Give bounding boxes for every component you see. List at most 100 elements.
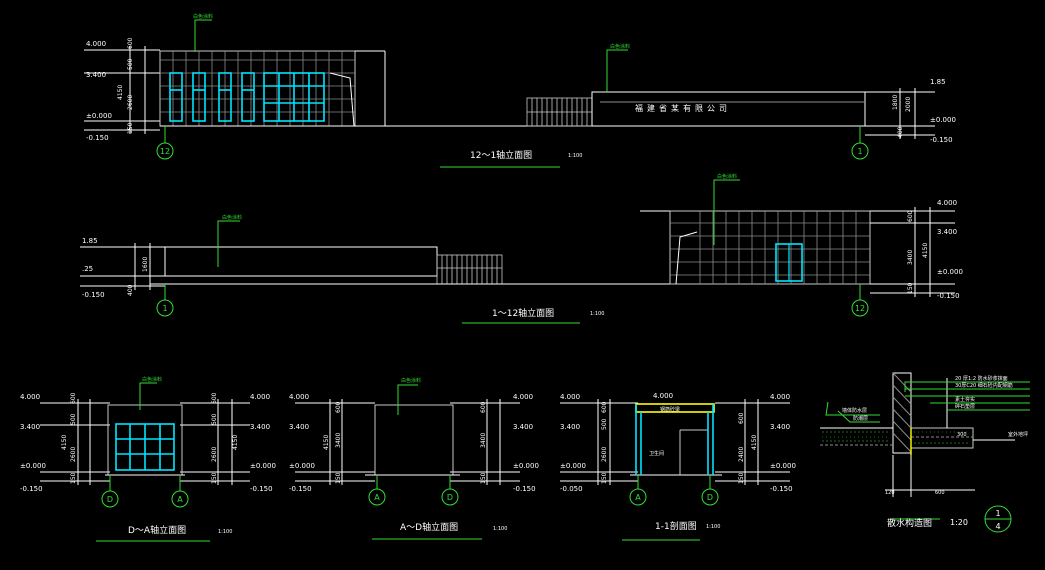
- axis-label-12-top: 12: [160, 147, 170, 156]
- dim-2400-sec-r: 2400: [738, 447, 745, 462]
- level-000-ad-left: ±0.000: [289, 462, 315, 470]
- dim-400-top-right: 400: [897, 126, 904, 138]
- level-0150-da-left: -0.150: [20, 485, 43, 493]
- dim-4150-da: 4150: [61, 435, 68, 450]
- level-4000-ad-left: 4.000: [289, 393, 309, 401]
- door-swing: [329, 72, 355, 127]
- level-0150-mid-left: -0.150: [82, 291, 105, 299]
- title-section: 1-1剖面图: [655, 520, 697, 532]
- level-000-top-left: ±0.000: [86, 112, 112, 120]
- dim-2600-da: 2600: [70, 447, 77, 462]
- note-wall-mid: 白色涂料: [222, 214, 242, 221]
- level-000-mid-right: ±0.000: [937, 268, 963, 276]
- level-3400-da-left: 3.400: [20, 423, 40, 431]
- leader-building-mid: [713, 179, 740, 245]
- leader-building-top: [194, 19, 212, 52]
- level-0150-top-left: -0.150: [86, 134, 109, 142]
- axis-label-a-sec: A: [635, 493, 641, 502]
- detail-note-4: 碎石垫层: [955, 403, 975, 410]
- level-4000-da-left: 4.000: [20, 393, 40, 401]
- detail-dim-a: 120: [885, 490, 895, 496]
- level-0150-sec-right: -0.150: [770, 485, 793, 493]
- note-ad: 白色涂料: [401, 377, 421, 384]
- dim-2600-top: 2600: [127, 95, 134, 110]
- axis-marker-d-ad: [441, 488, 459, 506]
- elevation-1-12: [80, 207, 955, 297]
- dim-600-mid-right: 600: [907, 210, 914, 222]
- level-markers-left-mid: [80, 243, 165, 290]
- dim-600-sec: 600: [601, 401, 608, 413]
- axis-label-1-top: 1: [857, 147, 862, 156]
- dim-500-sec: 500: [601, 418, 608, 430]
- detail-note-2: 30厚C20 细石砼内配钢筋: [955, 382, 1013, 389]
- axis-marker-a-ad: [368, 488, 386, 506]
- level-3400-sec-left: 3.400: [560, 423, 580, 431]
- level-185-top-right: 1.85: [930, 78, 946, 86]
- dim-3400-mid-right: 3400: [907, 250, 914, 265]
- dim-500-da-r: 500: [211, 413, 218, 425]
- section-beam: [635, 403, 715, 475]
- axis-marker-a-da: [171, 490, 189, 508]
- axis-label-d-ad: D: [447, 493, 453, 502]
- level-0150-top-right: -0.150: [930, 136, 953, 144]
- dim-150-da: 150: [70, 472, 77, 484]
- level-0050-sec-left: -0.050: [560, 485, 583, 493]
- level-markers-left: [84, 46, 160, 134]
- level-3400-mid-right: 3.400: [937, 228, 957, 236]
- level-4000-mid-right: 4.000: [937, 199, 957, 207]
- note-building-mid: 白色涂料: [717, 173, 737, 180]
- detail-index-top: 1: [995, 509, 1000, 518]
- level-3400-sec-right: 3.400: [770, 423, 790, 431]
- dim-2600-sec: 2600: [601, 447, 608, 462]
- sliding-gate-mid: [436, 254, 503, 285]
- detail-dim-c: 300: [957, 432, 967, 438]
- dim-4150-top: 4150: [117, 85, 124, 100]
- inner-label-sec: 卫生间: [649, 450, 664, 457]
- axis-marker-d-da: [101, 490, 119, 508]
- dim-400-mid: 400: [127, 284, 134, 296]
- level-3400-ad-left: 3.400: [289, 423, 309, 431]
- dim-1800-top-right: 1800: [892, 95, 899, 110]
- scale-12-1: 1:100: [568, 153, 582, 159]
- title-1-12: 1～12轴立面图: [492, 307, 554, 319]
- dim-500-da: 500: [70, 413, 77, 425]
- dim-150-mid-right: 150: [907, 282, 914, 294]
- level-0150-ad-left: -0.150: [289, 485, 312, 493]
- axis-label-1-mid: 1: [162, 304, 167, 313]
- detail-note-3: 素土夯实: [955, 396, 975, 403]
- dim-600-ad: 600: [335, 401, 342, 413]
- elevation-a-d: [295, 399, 520, 485]
- detail-note-left-1: 墙体防水层: [842, 407, 867, 414]
- level-3400-ad-right: 3.400: [513, 423, 533, 431]
- level-000-top-right: ±0.000: [930, 116, 956, 124]
- detail-note-left-2: 防潮层: [853, 415, 868, 422]
- elevation-d-a: [40, 399, 250, 485]
- level-4000-sec-left: 4.000: [560, 393, 580, 401]
- dim-600-sec-r: 600: [738, 412, 745, 424]
- axis-label-a-ad: A: [374, 493, 380, 502]
- detail-dim-b: 600: [935, 490, 945, 496]
- axis-marker-12-top: [156, 142, 174, 160]
- dim-150-top: 150: [127, 122, 134, 134]
- beam-label-sec: 钢筋砼梁: [660, 406, 680, 413]
- title-detail: 散水构造图: [887, 517, 932, 529]
- scale-section: 1:100: [706, 524, 720, 530]
- level-3400-top-left: 3.400: [86, 71, 106, 79]
- axis-label-d-da: D: [107, 495, 113, 504]
- axis-marker-1-mid: [156, 299, 174, 317]
- door-swing-mid: [675, 231, 698, 285]
- level-000-sec-left: ±0.000: [560, 462, 586, 470]
- dim-2600-da-r: 2600: [211, 447, 218, 462]
- detail-right-label: 室外地坪: [1008, 431, 1028, 438]
- level-000-sec-right: ±0.000: [770, 462, 796, 470]
- level-0150-ad-right: -0.150: [513, 485, 536, 493]
- dim-3400-ad-r: 3400: [480, 433, 487, 448]
- dim-150-da-r: 150: [211, 472, 218, 484]
- elevation-12-1: [84, 46, 935, 139]
- dim-3400-ad: 3400: [335, 433, 342, 448]
- axis-label-12-mid: 12: [855, 304, 865, 313]
- dim-150-ad-r: 150: [480, 472, 487, 484]
- title-12-1: 12～1轴立面图: [470, 149, 532, 161]
- dim-600-ad-r: 600: [480, 401, 487, 413]
- section-1-1: [560, 399, 790, 485]
